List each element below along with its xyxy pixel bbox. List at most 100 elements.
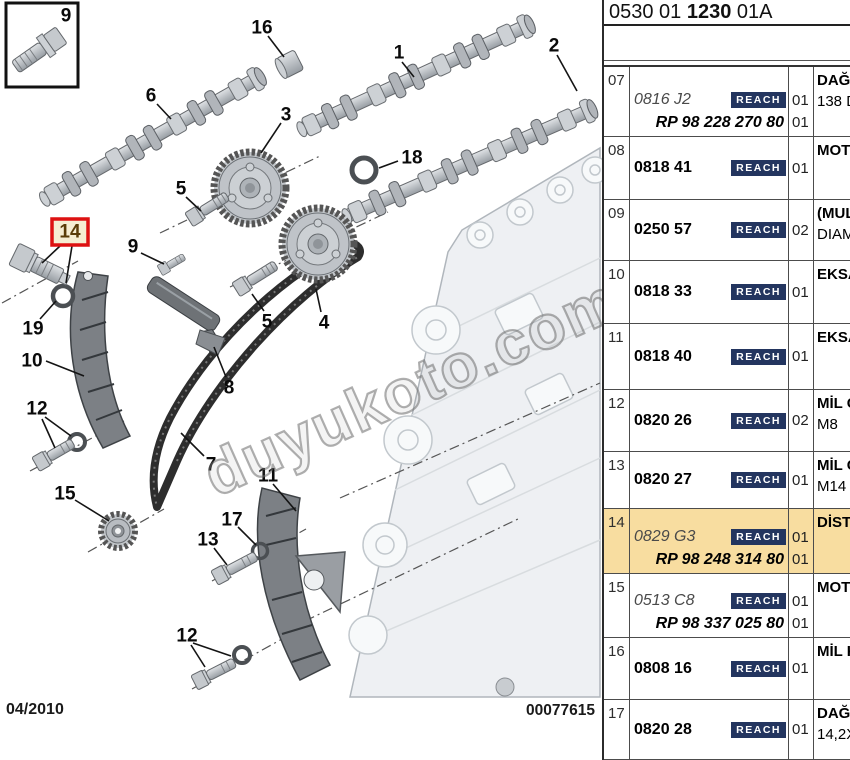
part-reference: 0820 26 <box>634 411 692 429</box>
row-number: 14 <box>604 509 630 573</box>
reach-badge[interactable]: REACH <box>731 660 786 677</box>
row-number: 13 <box>604 452 630 508</box>
row-number: 12 <box>604 390 630 451</box>
desc-cell: MİL K <box>817 643 850 660</box>
reach-badge[interactable]: REACH <box>731 222 786 238</box>
part-reference: 0250 57 <box>634 221 692 238</box>
vvt-sprocket-4 <box>278 204 358 284</box>
desc-cell: MİL CM14 <box>817 457 850 495</box>
callout-leader <box>39 300 57 320</box>
table-row[interactable]: 16 0808 16 REACH 01 MİL K <box>604 638 850 700</box>
callout-leader <box>267 35 285 58</box>
callout-16[interactable]: 16 <box>251 18 272 39</box>
reach-badge[interactable]: REACH <box>731 412 786 429</box>
pad-bracket <box>195 329 226 356</box>
reach-badge[interactable]: REACH <box>731 160 786 176</box>
reach-badge[interactable]: REACH <box>731 348 786 365</box>
callout-8[interactable]: 8 <box>224 378 235 399</box>
part-reference: 0818 33 <box>634 283 692 300</box>
part-cell: 0818 33 REACH <box>630 261 789 323</box>
table-row[interactable]: 17 0820 28 REACH 01 DAĞIT14,2X <box>604 700 850 760</box>
rp-number: RP 98 228 270 80 <box>655 114 784 131</box>
code-prefix: 0530 01 <box>609 1 687 23</box>
reach-badge[interactable]: REACH <box>731 721 786 738</box>
callout-9[interactable]: 9 <box>61 6 72 27</box>
bolt-5a <box>184 192 230 227</box>
bolt-5b <box>231 261 278 297</box>
callout-13[interactable]: 13 <box>197 530 218 551</box>
part-cell: 0820 27 REACH <box>630 452 789 508</box>
part-reference: 0808 16 <box>634 659 692 677</box>
callout-2[interactable]: 2 <box>549 36 560 57</box>
callout-12[interactable]: 12 <box>26 399 47 420</box>
desc-cell: (MUL)DIAM <box>817 205 850 243</box>
part-reference: 0818 41 <box>634 159 692 176</box>
part-reference: 0513 C8 <box>634 592 695 609</box>
part-cell: 0250 57 REACH <box>630 200 789 260</box>
reach-badge[interactable]: REACH <box>731 529 786 545</box>
part-cell: 0820 26 REACH <box>630 390 789 451</box>
rp-number: RP 98 248 314 80 <box>655 551 784 568</box>
table-row[interactable]: 12 0820 26 REACH 02 MİL CM8 <box>604 390 850 452</box>
crank-sprocket <box>98 511 138 551</box>
part-cell: 0818 41 REACH <box>630 137 789 199</box>
part-cell: 0829 G3 REACH RP 98 248 314 80 <box>630 509 789 573</box>
row-number: 10 <box>604 261 630 323</box>
reach-badge[interactable]: REACH <box>731 593 786 609</box>
desc-cell: EKSA <box>817 266 850 283</box>
desc-cell: DAĞIT138 D <box>817 72 850 110</box>
callout-4[interactable]: 4 <box>319 313 330 334</box>
callout-18[interactable]: 18 <box>401 148 422 169</box>
callout-6[interactable]: 6 <box>146 86 157 107</box>
row-number: 15 <box>604 574 630 637</box>
callout-9[interactable]: 9 <box>128 237 139 258</box>
callout-leader <box>192 642 232 657</box>
reach-badge[interactable]: REACH <box>731 92 786 108</box>
callout-1[interactable]: 1 <box>394 43 405 64</box>
callout-7[interactable]: 7 <box>206 455 217 476</box>
callout-leader <box>260 122 282 154</box>
callout-leader <box>41 418 56 449</box>
callout-3[interactable]: 3 <box>281 105 292 126</box>
o-ring-19 <box>50 283 76 309</box>
table-row[interactable]: 10 0818 33 REACH 01 EKSA <box>604 261 850 324</box>
footer-doc-number: 00077615 <box>526 702 595 719</box>
desc-cell: DİSTR <box>817 514 850 531</box>
callout-leader <box>213 346 227 378</box>
vvt-sprocket-3 <box>210 148 290 228</box>
bolt-9 <box>157 253 186 276</box>
callout-17[interactable]: 17 <box>221 510 242 531</box>
table-row[interactable]: 11 0818 40 REACH 01 EKSA <box>604 324 850 390</box>
row-number: 17 <box>604 700 630 759</box>
part-cell: 0513 C8 REACH RP 98 337 025 80 <box>630 574 789 637</box>
callout-leader <box>213 547 228 566</box>
part-reference: 0818 40 <box>634 347 692 365</box>
part-reference: 0820 27 <box>634 471 692 488</box>
chain-tensioner <box>8 243 71 286</box>
reach-badge[interactable]: REACH <box>731 284 786 300</box>
callout-19[interactable]: 19 <box>22 319 43 340</box>
callout-15[interactable]: 15 <box>54 484 76 505</box>
table-row[interactable]: 13 0820 27 REACH 01 MİL CM14 <box>604 452 850 509</box>
callout-5[interactable]: 5 <box>176 179 187 200</box>
part-reference: 0820 28 <box>634 720 692 738</box>
reach-badge[interactable]: REACH <box>731 472 786 488</box>
desc-cell: EKSA <box>817 329 850 346</box>
table-row[interactable]: 09 0250 57 REACH 02 (MUL)DIAM <box>604 200 850 261</box>
callout-5[interactable]: 5 <box>262 312 273 333</box>
callout-leader <box>556 54 578 92</box>
callout-14[interactable]: 14 <box>59 222 81 243</box>
callout-10[interactable]: 10 <box>21 351 42 372</box>
callout-12[interactable]: 12 <box>176 626 197 647</box>
table-row[interactable]: 08 0818 41 REACH 01 MOTO <box>604 137 850 200</box>
callout-leader <box>74 499 110 522</box>
qty-cell: 01 <box>789 324 814 389</box>
callout-leader <box>315 288 322 313</box>
callout-11[interactable]: 11 <box>258 466 279 487</box>
